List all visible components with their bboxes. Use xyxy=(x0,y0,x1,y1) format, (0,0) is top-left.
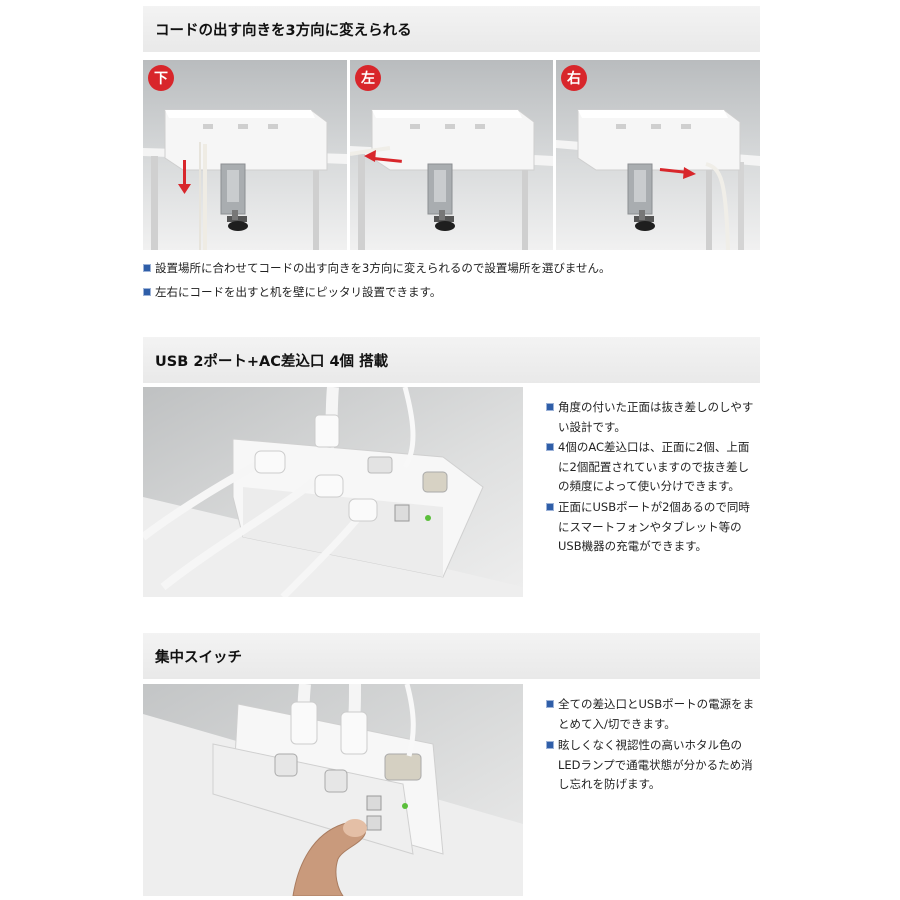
bullet-text: 角度の付いた正面は抜き差しのしやすい設計です。 xyxy=(558,400,754,434)
bullet-square-icon xyxy=(546,741,554,749)
badge-left: 左 xyxy=(360,70,375,87)
bullet-item: 眩しくなく視認性の高いホタル色のLEDランプで通電状態が分かるため消し忘れを防げ… xyxy=(546,736,760,795)
bullet-square-icon xyxy=(546,503,554,511)
bullet-item: 左右にコードを出すと机を壁にピッタリ設置できます。 xyxy=(143,283,760,303)
bullet-item: 4個のAC差込口は、正面に2個、上面に2個配置されていますので抜き差しの頻度によ… xyxy=(546,438,760,497)
bullet-text: 正面にUSBポートが2個あるので同時にスマートフォンやタブレット等のUSB機器の… xyxy=(558,500,750,553)
bullet-square-icon xyxy=(546,443,554,451)
section-header-master-switch: 集中スイッチ xyxy=(143,633,760,679)
section-header-usb-ac: USB 2ポート+AC差込口 4個 搭載 xyxy=(143,337,760,383)
bullet-square-icon xyxy=(546,403,554,411)
section-title: 集中スイッチ xyxy=(155,649,242,666)
bullet-text: 4個のAC差込口は、正面に2個、上面に2個配置されていますので抜き差しの頻度によ… xyxy=(558,440,750,493)
badge-down: 下 xyxy=(154,71,168,87)
section-title: USB 2ポート+AC差込口 4個 搭載 xyxy=(155,353,389,370)
bullet-text: 左右にコードを出すと机を壁にピッタリ設置できます。 xyxy=(155,285,442,299)
direction-photo-down: 下 xyxy=(143,60,347,250)
bullet-item: 全ての差込口とUSBポートの電源をまとめて入/切できます。 xyxy=(546,695,760,734)
bullet-text: 全ての差込口とUSBポートの電源をまとめて入/切できます。 xyxy=(558,697,755,731)
bullet-item: 正面にUSBポートが2個あるので同時にスマートフォンやタブレット等のUSB機器の… xyxy=(546,498,760,557)
bullet-square-icon xyxy=(143,288,151,296)
direction-photo-right: 右 xyxy=(556,60,760,250)
bullet-item: 設置場所に合わせてコードの出す向きを3方向に変えられるので設置場所を選びません。 xyxy=(143,259,760,279)
direction-photo-left: 左 xyxy=(350,60,553,250)
bullet-item: 角度の付いた正面は抜き差しのしやすい設計です。 xyxy=(546,398,760,437)
master-switch-photo xyxy=(143,684,523,896)
usb-ac-photo xyxy=(143,387,523,597)
bullet-text: 眩しくなく視認性の高いホタル色のLEDランプで通電状態が分かるため消し忘れを防げ… xyxy=(558,738,753,791)
badge-right: 右 xyxy=(566,70,581,87)
section-header-direction: コードの出す向きを3方向に変えられる xyxy=(143,6,760,52)
bullet-text: 設置場所に合わせてコードの出す向きを3方向に変えられるので設置場所を選びません。 xyxy=(155,261,611,275)
bullet-square-icon xyxy=(546,700,554,708)
section-title: コードの出す向きを3方向に変えられる xyxy=(155,22,412,39)
bullet-square-icon xyxy=(143,264,151,272)
